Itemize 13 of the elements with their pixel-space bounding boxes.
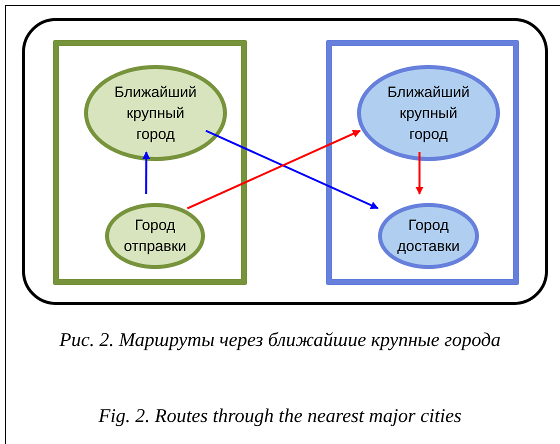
group-box [53, 40, 247, 285]
city-label: Ближайший крупный город [386, 82, 471, 144]
caption: Рис. 2. Маршруты через ближайшие крупные города [58, 329, 502, 353]
caption: Fig. 2. Routes through the nearest major cities [97, 405, 463, 429]
city-label: Город отправки [122, 216, 188, 257]
rounded-frame [22, 18, 548, 305]
arrow [142, 151, 150, 194]
arrow [416, 152, 424, 195]
arrow [186, 130, 361, 210]
city-label: Город доставки [396, 216, 461, 257]
group-box [326, 40, 519, 285]
city-label: Ближайший крупный город [113, 82, 198, 144]
arrow [205, 130, 379, 210]
